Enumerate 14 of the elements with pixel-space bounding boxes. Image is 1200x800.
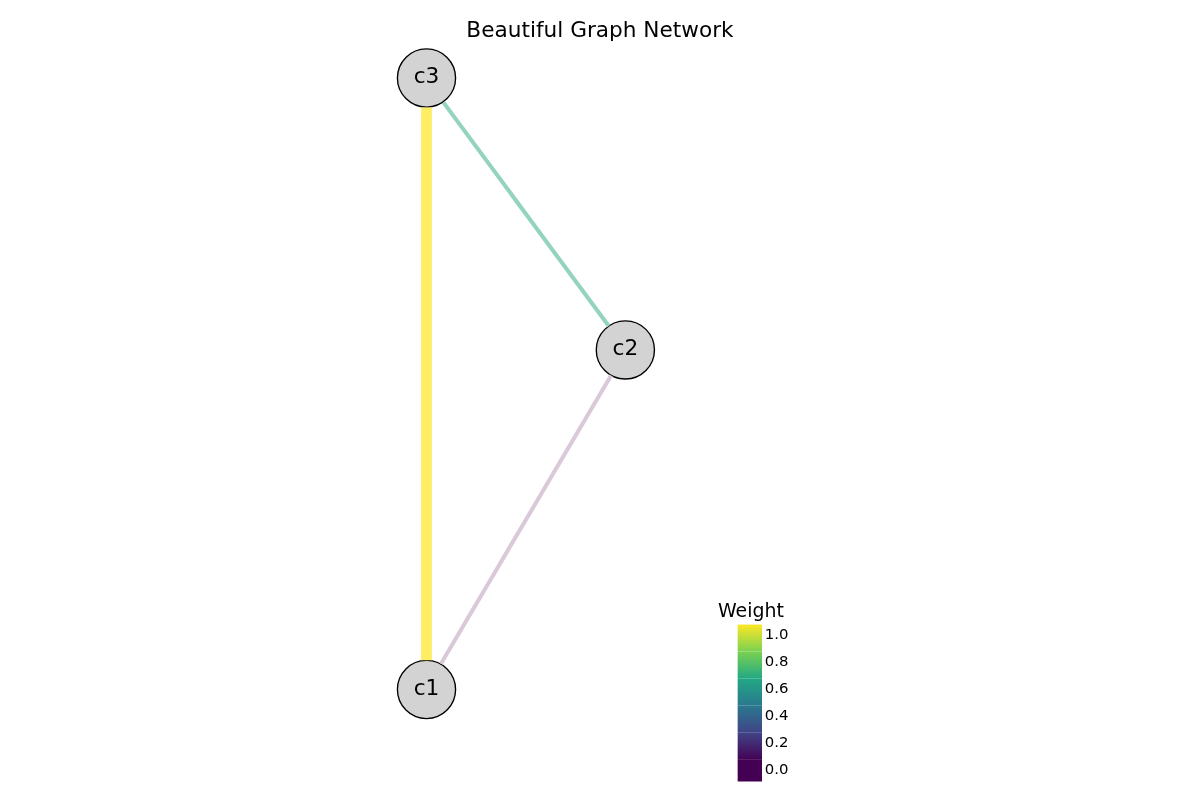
- label: Weight: [718, 598, 784, 621]
- node-circle: c3: [396, 48, 457, 108]
- connector: [421, 107, 432, 661]
- connector: [441, 101, 611, 328]
- node-circle: c1: [396, 659, 457, 720]
- label: 0.4: [764, 706, 789, 725]
- label: 0.6: [764, 679, 789, 698]
- label: 0.0: [764, 760, 789, 779]
- label: 0.8: [764, 652, 789, 671]
- label: 1.0: [764, 625, 789, 644]
- connector: [439, 374, 613, 665]
- diagram-title: Beautiful Graph Network: [466, 16, 734, 42]
- node-circle: c2: [595, 320, 656, 380]
- label: 0.2: [764, 733, 789, 752]
